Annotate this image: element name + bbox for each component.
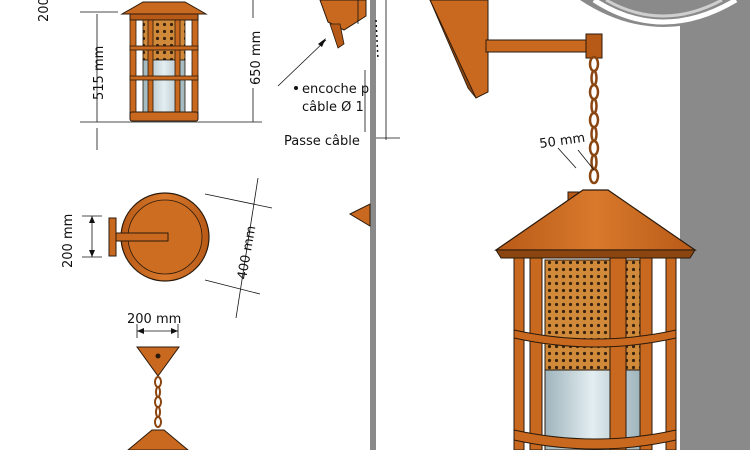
dim-50: 50 mm xyxy=(538,131,595,171)
dim-200-left-label: 200 mm xyxy=(61,214,76,268)
dim-200-top: 200 xyxy=(37,0,118,22)
dim-515-label: 515 mm xyxy=(92,46,107,100)
dim-650: 650 mm xyxy=(205,0,264,123)
bracket-sketch-top xyxy=(319,0,367,49)
dim-200-bottom: 200 mm xyxy=(127,312,181,338)
notch-text-line2: câble Ø 1 xyxy=(302,100,364,115)
lantern-front-view xyxy=(120,1,208,122)
notch-text-line1: encoche p xyxy=(302,82,369,97)
wall-bracket-3d xyxy=(375,0,603,140)
panel-divider xyxy=(370,0,376,450)
lantern-3d-view xyxy=(494,189,697,450)
dim-650-label: 650 mm xyxy=(249,31,264,85)
lantern-side-view xyxy=(127,346,189,450)
notch-annotation: encoche p câble Ø 1 xyxy=(277,38,369,115)
cable-pass-text: Passe câble xyxy=(284,134,360,149)
lantern-top-view xyxy=(108,192,210,282)
right-margin xyxy=(680,0,750,450)
dim-200-bottom-label: 200 mm xyxy=(127,312,181,327)
hanging-chain xyxy=(588,55,600,185)
side-chain xyxy=(154,376,162,428)
partial-roof-edge xyxy=(348,203,371,227)
dim-200-left: 200 mm xyxy=(61,214,102,268)
dim-50-label: 50 mm xyxy=(538,131,586,152)
logo-ring xyxy=(580,0,750,27)
dim-200-top-label: 200 xyxy=(37,0,52,22)
cable-pass-annotation: Passe câble xyxy=(284,70,366,149)
dim-515: 515 mm xyxy=(80,14,205,150)
